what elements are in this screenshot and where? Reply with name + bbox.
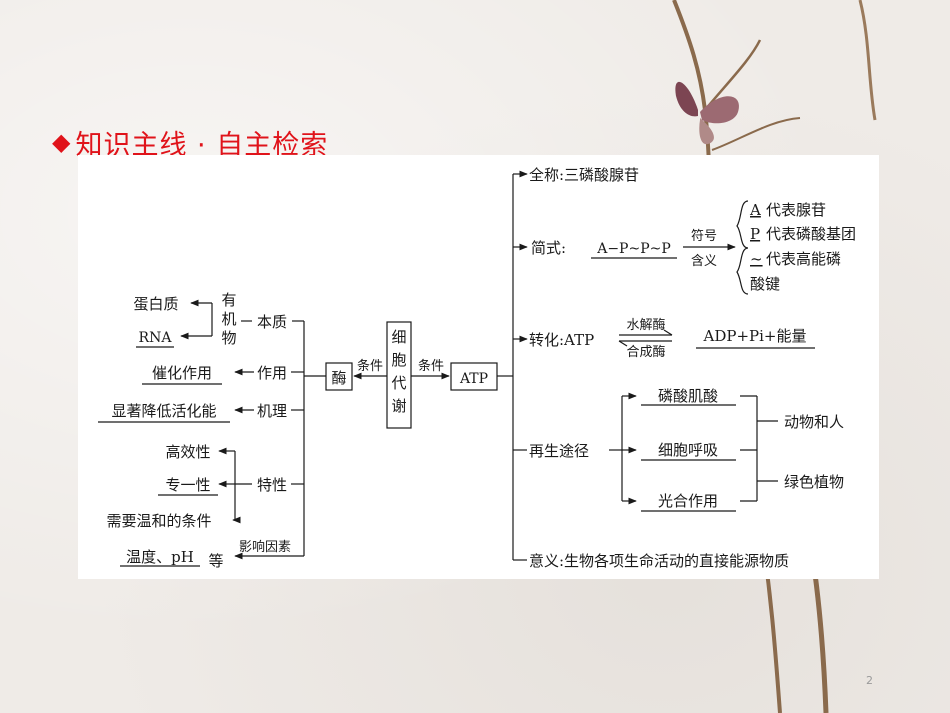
mechanism-label: 机理 (257, 402, 287, 420)
nature-label: 本质 (257, 313, 287, 331)
regen-item: 磷酸肌酸 (658, 387, 718, 405)
animals-label: 动物和人 (784, 413, 844, 431)
factors-suffix: 等 (208, 552, 223, 570)
branch-twig (704, 39, 762, 111)
synthase-label: 合成酶 (626, 344, 665, 360)
concept-map-panel (78, 155, 879, 579)
symbol-label: 符号 (691, 228, 717, 244)
factors-label: 影响因素 (239, 539, 291, 555)
symbol-a-meaning: 代表腺苷 (766, 201, 826, 219)
conversion-label: 转化:ATP (529, 331, 594, 349)
symbol-tilde-meaning-cont: 酸键 (750, 275, 780, 293)
branch-twig (858, 0, 877, 121)
hydrolase-hook (663, 329, 673, 336)
atp-formula: A−P~P~P (596, 241, 671, 257)
synthase-hook (618, 340, 628, 347)
protein-label: 蛋白质 (133, 295, 178, 313)
metabolism-char: 细 (391, 328, 406, 346)
symbol-tilde: ~ (750, 250, 763, 268)
organic-char: 物 (221, 329, 236, 347)
plants-label: 绿色植物 (784, 473, 844, 491)
formula-label: 简式: (531, 239, 566, 257)
organic-char: 有 (221, 291, 236, 309)
condition-right-label: 条件 (418, 358, 444, 374)
factors-value: 温度、pH (126, 548, 194, 566)
meaning-brace (736, 200, 749, 295)
symbol-p: P (750, 225, 760, 243)
mechanism-value: 显著降低活化能 (111, 402, 216, 420)
butterfly-icon (675, 81, 739, 145)
trait-item: 专一性 (165, 476, 210, 494)
enzyme-label: 酶 (331, 369, 346, 387)
regen-item: 光合作用 (658, 492, 718, 510)
function-value: 催化作用 (152, 364, 212, 382)
metabolism-box (386, 321, 412, 429)
atp-meaning: 意义:生物各项生命活动的直接能源物质 (529, 552, 789, 570)
traits-label: 特性 (257, 476, 287, 494)
conversion-result: ADP+Pi+能量 (703, 327, 807, 345)
function-label: 作用 (257, 364, 287, 382)
page-number: 2 (866, 674, 873, 687)
regen-label: 再生途径 (529, 442, 589, 460)
trait-item: 需要温和的条件 (106, 512, 211, 530)
symbol-a: A (749, 201, 761, 219)
atp-label: ATP (459, 371, 488, 387)
regen-item: 细胞呼吸 (658, 441, 718, 459)
symbol-p-meaning: 代表磷酸基团 (766, 225, 856, 243)
branch-twig (711, 117, 801, 151)
organic-char: 机 (221, 310, 236, 328)
meaning-label: 含义 (691, 253, 717, 269)
diamond-icon: ◆ (52, 128, 72, 156)
hydrolase-label: 水解酶 (626, 317, 665, 333)
metabolism-char: 谢 (391, 397, 406, 415)
condition-left-label: 条件 (357, 358, 383, 374)
trait-item: 高效性 (165, 443, 210, 461)
atp-fullname: 全称:三磷酸腺苷 (529, 166, 639, 184)
metabolism-char: 代 (391, 374, 406, 392)
symbol-tilde-meaning: 代表高能磷 (766, 250, 841, 268)
rna-label: RNA (139, 330, 173, 346)
metabolism-char: 胞 (391, 351, 406, 369)
